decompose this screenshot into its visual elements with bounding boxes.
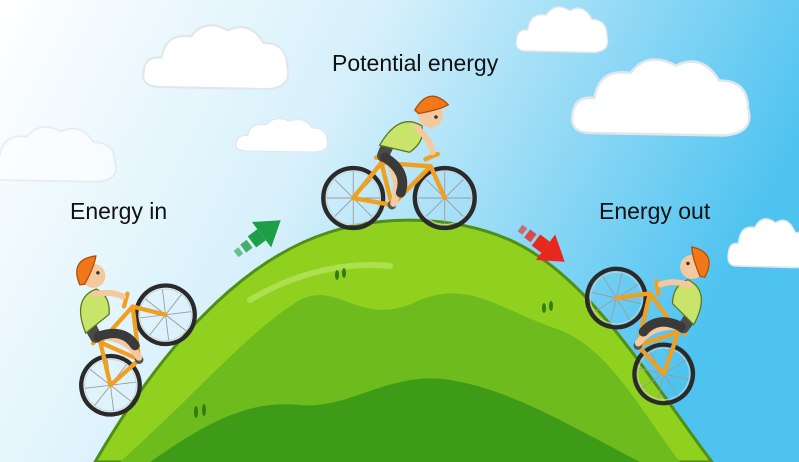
energy-in-label: Energy in (70, 198, 168, 224)
arrow-down-right-icon (517, 224, 565, 262)
energy-out-label: Energy out (599, 198, 711, 224)
arrow-up-right-icon (233, 220, 281, 258)
potential-energy-label: Potential energy (332, 50, 499, 76)
hill-shadow (150, 378, 640, 462)
grass-marks (194, 268, 553, 418)
